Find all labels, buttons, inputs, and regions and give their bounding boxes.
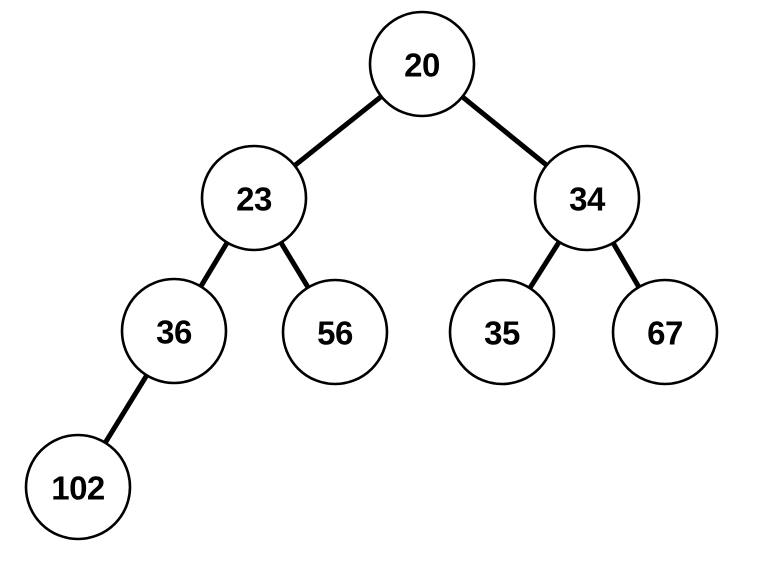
tree-node-label: 36 [156,314,192,351]
tree-node-label: 35 [484,315,520,352]
tree-node-circle[interactable] [448,278,556,386]
tree-node[interactable]: 23 [200,144,308,252]
tree-node-label: 23 [236,181,272,218]
tree-edge [197,239,231,290]
tree-node[interactable]: 34 [533,144,641,252]
tree-node-circle[interactable] [24,433,132,541]
tree-node[interactable]: 56 [281,278,389,386]
tree-edge [291,93,385,169]
tree-edge [277,239,312,291]
tree-node-label: 34 [569,181,606,218]
tree-edge [609,239,643,291]
tree-node[interactable]: 20 [368,10,476,118]
tree-edge [459,93,550,169]
tree-node-circle[interactable] [200,144,308,252]
tree-edges-group [102,93,643,446]
tree-node-circle[interactable] [611,278,719,386]
tree-node[interactable]: 35 [448,278,556,386]
tree-edge [102,372,150,446]
tree-node[interactable]: 67 [611,278,719,386]
tree-node-circle[interactable] [368,10,476,118]
tree-nodes-group: 20 23 34 36 56 35 67 102 [24,10,719,541]
tree-node-circle[interactable] [120,277,228,385]
tree-node-label: 56 [317,315,353,352]
tree-node-circle[interactable] [281,278,389,386]
tree-node[interactable]: 102 [24,433,132,541]
tree-node-label: 67 [647,315,683,352]
tree-node[interactable]: 36 [120,277,228,385]
tree-edge [526,238,563,292]
tree-node-circle[interactable] [533,144,641,252]
tree-node-label: 20 [404,47,440,84]
tree-node-label: 102 [51,470,105,507]
